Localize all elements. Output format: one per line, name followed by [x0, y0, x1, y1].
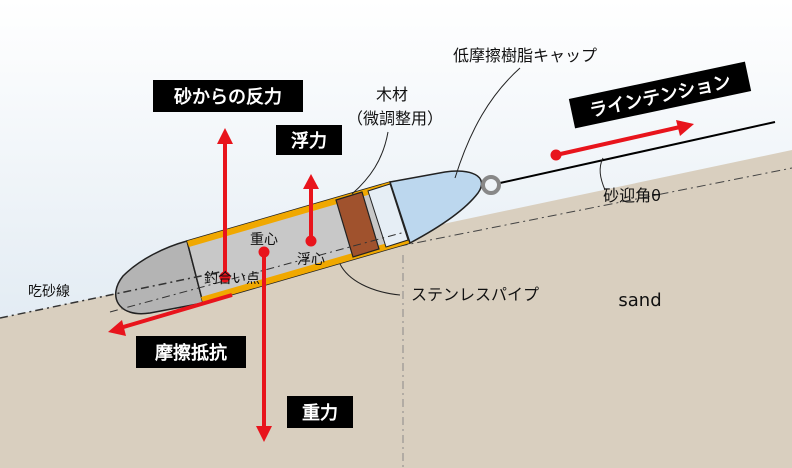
angle-leader — [599, 157, 606, 191]
wood-block — [335, 191, 380, 258]
friction-arrowhead — [108, 320, 126, 336]
inner-block — [367, 183, 409, 248]
sand-reaction-arrowhead — [217, 128, 233, 144]
center-of-gravity-marker — [258, 246, 270, 258]
buoyancy-arrowhead — [303, 174, 319, 189]
label-gravity: 重力 — [287, 396, 353, 428]
angle-label: 砂迎角θ — [603, 186, 661, 205]
sinker-axis — [109, 231, 406, 313]
center-of-gravity-label: 重心 — [250, 232, 278, 248]
label-sand-reaction: 砂からの反力 — [153, 80, 303, 112]
line-eye-ring — [481, 175, 501, 195]
cap-leader — [454, 67, 521, 179]
sand-reaction-label: 砂からの反力 — [174, 86, 282, 108]
buoyancy-label: 浮力 — [291, 130, 327, 152]
gravity-arrowhead — [256, 426, 272, 442]
sinker-nose — [114, 240, 204, 315]
sand-label: sand — [618, 290, 661, 311]
pipe-leader — [339, 263, 401, 296]
balance-point-label: 釣合い点 — [204, 271, 260, 287]
stainless-pipe-label: ステンレスパイプ — [411, 285, 539, 304]
cap-label: 低摩擦樹脂キャップ — [453, 46, 597, 65]
low-friction-cap — [389, 170, 483, 245]
sand-region — [0, 150, 792, 468]
line-tension-arrow — [555, 125, 681, 157]
draft-line — [0, 271, 221, 319]
center-of-buoyancy-label: 浮心 — [297, 252, 325, 268]
angle-reference-line — [379, 167, 792, 251]
wood-note-label: （微調整用） — [347, 109, 443, 128]
friction-label: 摩擦抵抗 — [155, 342, 227, 364]
center-of-buoyancy-marker — [305, 235, 317, 247]
sinker — [109, 170, 501, 315]
force-arrows — [108, 120, 694, 442]
line-tension-arrowhead — [676, 120, 694, 136]
line-tension-origin-marker — [550, 149, 562, 161]
wood-label: 木材 — [376, 85, 408, 104]
gravity-label: 重力 — [302, 402, 338, 424]
label-buoyancy: 浮力 — [276, 125, 342, 155]
fishing-line — [499, 121, 776, 184]
draft-line-label: 吃砂線 — [28, 284, 70, 300]
wood-leader — [351, 131, 389, 195]
balance-point-marker — [219, 271, 231, 283]
label-friction: 摩擦抵抗 — [136, 336, 246, 368]
friction-arrow — [119, 293, 233, 330]
